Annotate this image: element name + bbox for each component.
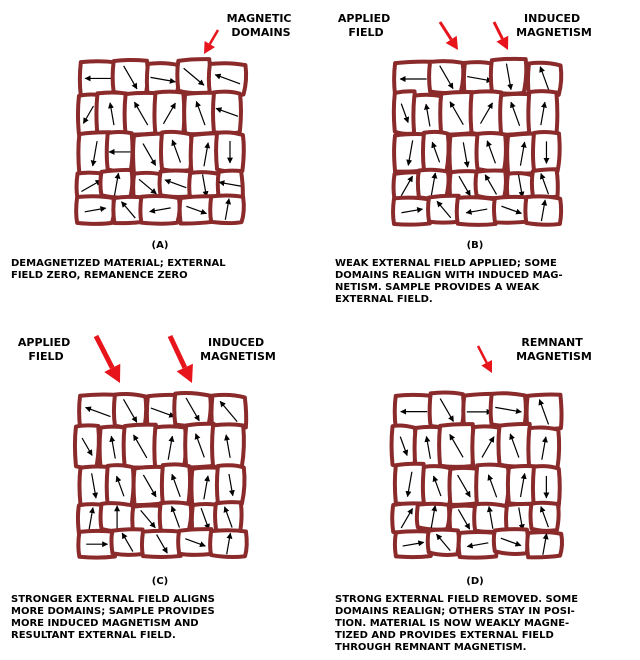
domain-grid-a bbox=[76, 59, 246, 224]
field-arrow-shaft bbox=[170, 336, 185, 368]
caption-a: DEMAGNETIZED MATERIAL; EXTERNAL FIELD ZE… bbox=[11, 258, 229, 281]
caption-d: STRONG EXTERNAL FIELD REMOVED. SOME DOMA… bbox=[335, 594, 582, 653]
label-remnant-magnetism: REMNANT MAGNETISM bbox=[516, 336, 592, 363]
caption-b: WEAK EXTERNAL FIELD APPLIED; SOME DOMAIN… bbox=[335, 258, 566, 305]
field-arrow-shaft bbox=[440, 22, 451, 39]
label-induced-magnetism-c: INDUCED MAGNETISM bbox=[200, 336, 276, 363]
panel-letter-c: (C) bbox=[152, 576, 168, 587]
field-arrow-shaft bbox=[96, 336, 112, 368]
domain-grid-c bbox=[75, 393, 247, 558]
label-magnetic-domains: MAGNETIC DOMAINS bbox=[227, 12, 296, 39]
label-applied-field-b: APPLIED FIELD bbox=[338, 12, 394, 39]
panel-b: APPLIED FIELD INDUCED MAGNETISM (B) WEAK… bbox=[335, 12, 592, 305]
field-arrow-shaft bbox=[210, 30, 218, 44]
panel-letter-b: (B) bbox=[467, 240, 484, 251]
field-arrows-a bbox=[204, 30, 218, 54]
domain-grid-b bbox=[393, 59, 561, 225]
panel-letter-d: (D) bbox=[466, 576, 483, 587]
label-induced-magnetism-b: INDUCED MAGNETISM bbox=[516, 12, 592, 39]
panel-d: REMNANT MAGNETISM (D) STRONG EXTERNAL FI… bbox=[335, 336, 592, 653]
field-arrows-b bbox=[440, 22, 508, 50]
panel-letter-a: (A) bbox=[152, 240, 169, 251]
panel-c: APPLIED FIELD INDUCED MAGNETISM (C) STRO… bbox=[11, 336, 276, 641]
caption-c: STRONGER EXTERNAL FIELD ALIGNS MORE DOMA… bbox=[11, 594, 218, 641]
domain-grid-d bbox=[392, 393, 562, 558]
field-arrow-shaft bbox=[494, 22, 502, 39]
label-applied-field-c: APPLIED FIELD bbox=[18, 336, 74, 363]
field-arrows-c bbox=[96, 336, 193, 383]
panel-a: MAGNETIC DOMAINS (A) DEMAGNETIZED MATERI… bbox=[11, 12, 295, 281]
field-arrows-d bbox=[478, 346, 492, 373]
field-arrow-shaft bbox=[478, 346, 487, 363]
